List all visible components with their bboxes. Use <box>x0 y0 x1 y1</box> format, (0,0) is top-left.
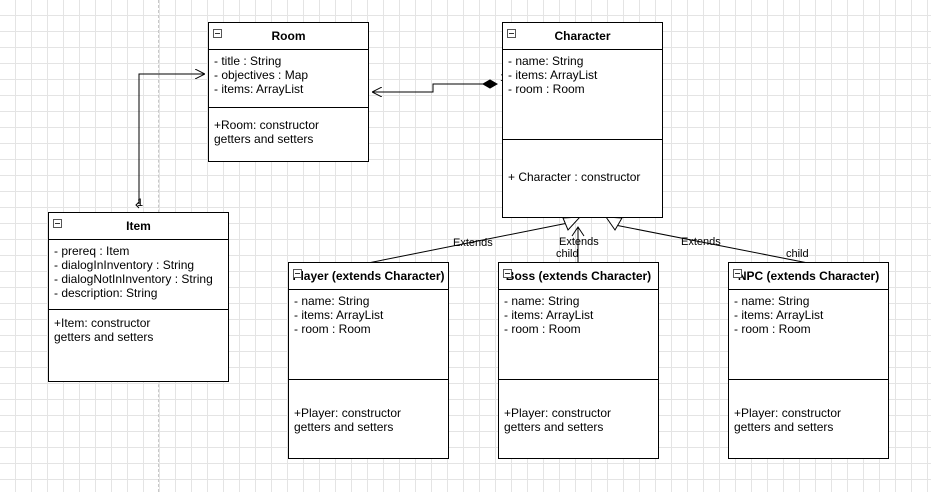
attribute: - items: ArrayList <box>504 308 594 322</box>
player-class-header[interactable]: Player (extends Character) <box>289 263 448 290</box>
method: +Room: constructor <box>214 118 320 132</box>
character-class-header[interactable]: Character <box>503 23 662 50</box>
attribute: - name: String <box>508 54 584 68</box>
composition-diamond <box>481 79 499 89</box>
item-class[interactable]: Item - prereq : Item - dialogInInventory… <box>48 212 229 382</box>
attribute: - room : Room <box>504 322 581 336</box>
attribute: - items: ArrayList <box>734 308 824 322</box>
npc-attributes: - name: String - items: ArrayList - room… <box>729 290 888 380</box>
attribute: - room : Room <box>734 322 811 336</box>
boss-child-label: child <box>556 248 579 260</box>
method: getters and setters <box>214 132 314 146</box>
attribute: - name: String <box>504 294 580 308</box>
boss-attributes: - name: String - items: ArrayList - room… <box>499 290 658 380</box>
method: +Player: constructor <box>734 406 842 420</box>
room-methods: +Room: constructor getters and setters <box>209 108 368 150</box>
npc-class[interactable]: NPC (extends Character) - name: String -… <box>728 262 889 459</box>
item-attributes: - prereq : Item - dialogInInventory : St… <box>49 240 228 310</box>
attribute: - items: ArrayList <box>294 308 384 322</box>
npc-child-label: child <box>786 248 809 260</box>
collapse-icon[interactable] <box>733 269 742 278</box>
boss-class-header[interactable]: Boss (extends Character) <box>499 263 658 290</box>
npc-class-name: NPC (extends Character) <box>737 269 880 283</box>
collapse-icon[interactable] <box>213 29 222 38</box>
collapse-icon[interactable] <box>293 269 302 278</box>
attribute: - dialogNotInInventory : String <box>54 272 213 286</box>
character-class[interactable]: Character - name: String - items: ArrayL… <box>502 22 663 218</box>
room-class-name: Room <box>271 29 306 43</box>
method: +Item: constructor <box>54 316 151 330</box>
item-multiplicity: 1 <box>137 197 144 209</box>
boss-child-arrow <box>571 226 585 237</box>
method: + Character : constructor <box>508 170 641 184</box>
collapse-icon[interactable] <box>53 219 62 228</box>
npc-extends-line[interactable] <box>614 224 809 264</box>
boss-class[interactable]: Boss (extends Character) - name: String … <box>498 262 659 459</box>
method: +Player: constructor <box>294 406 402 420</box>
npc-extends-label: Extends <box>681 236 721 248</box>
item-class-name: Item <box>126 219 151 233</box>
boss-methods: +Player: constructor getters and setters <box>499 380 658 438</box>
item-methods: +Item: constructor getters and setters <box>49 310 228 348</box>
attribute: - description: String <box>54 286 158 300</box>
player-methods: +Player: constructor getters and setters <box>289 380 448 438</box>
player-class-name: Player (extends Character) <box>292 269 445 283</box>
attribute: - room : Room <box>508 82 585 96</box>
character-methods: + Character : constructor <box>503 140 662 188</box>
attribute: - objectives : Map <box>214 68 309 82</box>
method: +Player: constructor <box>504 406 612 420</box>
character-attributes: - name: String - items: ArrayList - room… <box>503 50 662 140</box>
npc-methods: +Player: constructor getters and setters <box>729 380 888 438</box>
npc-inheritance-triangle <box>605 216 623 231</box>
boss-extends-label: Extends <box>559 236 599 248</box>
room-attributes: - title : String - objectives : Map - it… <box>209 50 368 108</box>
method: getters and setters <box>504 420 604 434</box>
method: getters and setters <box>734 420 834 434</box>
room-class-header[interactable]: Room <box>209 23 368 50</box>
character-room-composition[interactable] <box>372 83 484 92</box>
npc-class-header[interactable]: NPC (extends Character) <box>729 263 888 290</box>
collapse-icon[interactable] <box>503 269 512 278</box>
character-class-name: Character <box>554 29 611 43</box>
attribute: - items: ArrayList <box>508 68 598 82</box>
collapse-icon[interactable] <box>507 29 516 38</box>
attribute: - room : Room <box>294 322 371 336</box>
room-class[interactable]: Room - title : String - objectives : Map… <box>208 22 369 162</box>
method: getters and setters <box>54 330 154 344</box>
boss-class-name: Boss (extends Character) <box>505 269 652 283</box>
method: getters and setters <box>294 420 394 434</box>
attribute: - title : String <box>214 54 282 68</box>
player-class[interactable]: Player (extends Character) - name: Strin… <box>288 262 449 459</box>
attribute: - items: ArrayList <box>214 82 304 96</box>
attribute: - name: String <box>294 294 370 308</box>
attribute: - dialogInInventory : String <box>54 258 195 272</box>
item-room-association[interactable] <box>138 74 205 204</box>
player-extends-label: Extends <box>453 237 493 249</box>
attribute: - prereq : Item <box>54 244 130 258</box>
player-extends-line[interactable] <box>367 222 569 264</box>
item-association-end <box>135 201 140 209</box>
player-attributes: - name: String - items: ArrayList - room… <box>289 290 448 380</box>
attribute: - name: String <box>734 294 810 308</box>
item-class-header[interactable]: Item <box>49 213 228 240</box>
